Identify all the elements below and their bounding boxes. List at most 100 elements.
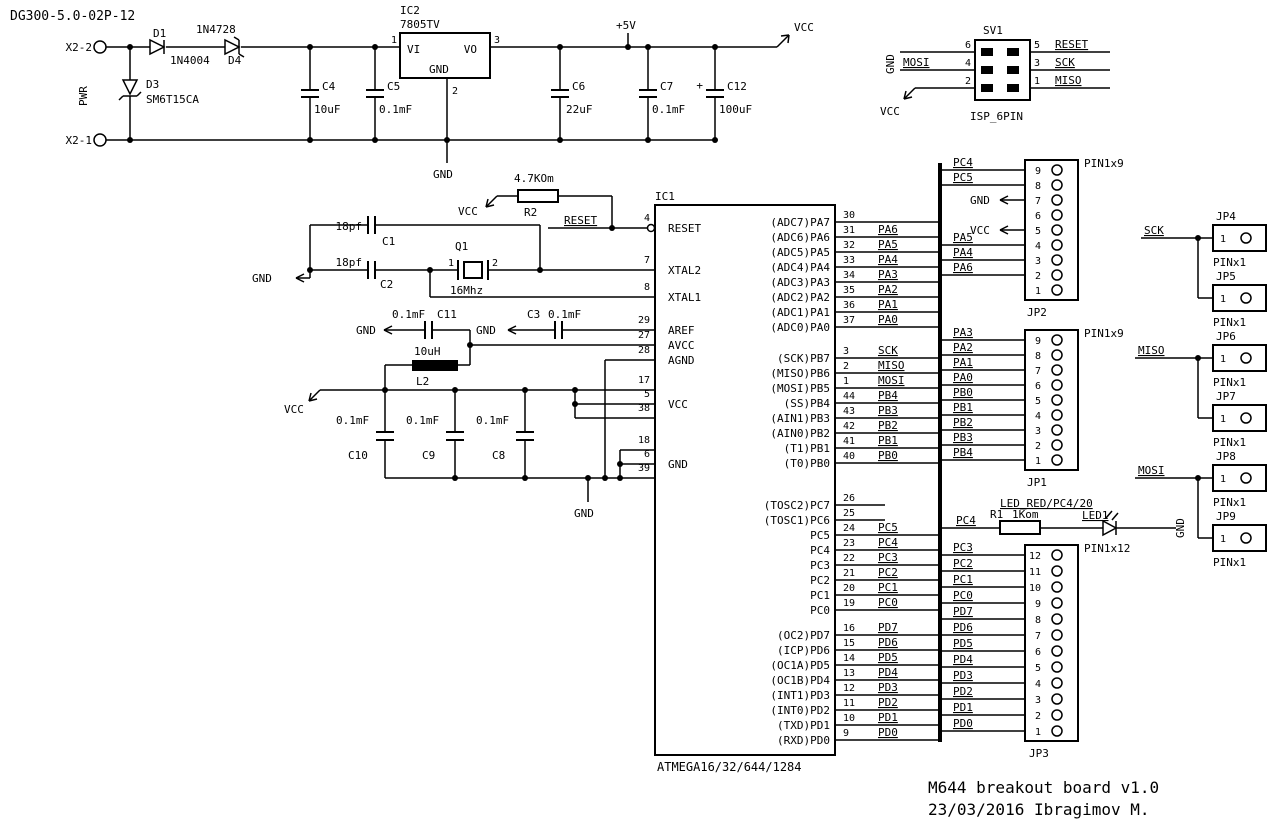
- pin-number: 7: [644, 255, 650, 266]
- gnd-label: GND: [476, 324, 496, 337]
- led-d1-symbol: [1102, 510, 1119, 537]
- pin-number: 32: [843, 240, 855, 251]
- pin-name: (ADC1)PA1: [770, 306, 830, 319]
- wires: [1135, 237, 1213, 539]
- pin-number: 31: [843, 225, 855, 236]
- reset-net-label: RESET: [564, 214, 597, 227]
- diode-d1: D1 1N4004: [149, 27, 210, 67]
- net-label: PD5: [878, 651, 898, 664]
- jp7-type: PINx1: [1213, 436, 1246, 449]
- board-credit: 23/03/2016 Ibragimov M.: [928, 800, 1150, 819]
- pin-number: 5: [1035, 396, 1041, 407]
- power-section: X2-2 X2-1 PWR D1 1N4004 1N4728 D4: [66, 4, 814, 181]
- pin-name: (ADC3)PA3: [770, 276, 830, 289]
- d3-ref: D3: [146, 78, 159, 91]
- pin-number: 2: [1035, 441, 1041, 452]
- net-label: PD6: [953, 621, 973, 634]
- pin-number: 42: [843, 421, 855, 432]
- c12-value: 100uF: [719, 103, 752, 116]
- capacitor-c2: 18pf C2: [336, 256, 394, 291]
- wires: [383, 325, 655, 478]
- c3-ref: C3: [527, 308, 540, 321]
- pin-number: 11: [1029, 567, 1041, 578]
- pin-number: 5: [644, 389, 650, 400]
- c5-ref: C5: [387, 80, 400, 93]
- pin-number: 9: [1035, 336, 1041, 347]
- wires: [308, 389, 655, 502]
- title-block: DG300-5.0-02P-12 M644 breakout board v1.…: [10, 9, 1159, 819]
- sv1-ref: SV1: [983, 24, 1003, 37]
- pin-number: 25: [843, 508, 855, 519]
- c11-ref: C11: [437, 308, 457, 321]
- sv1-gnd-net: GND: [884, 54, 897, 74]
- net-label: PC2: [953, 557, 973, 570]
- pin-number: 8: [644, 282, 650, 293]
- pin-name: (TOSC1)PC6: [764, 514, 830, 527]
- capacitor-c1: 18pf C1: [336, 216, 395, 248]
- plus5v-label: +5V: [616, 19, 636, 32]
- pin-name: (INT0)PD2: [770, 704, 830, 717]
- c8-value: 0.1mF: [476, 414, 509, 427]
- net-label: PD3: [878, 681, 898, 694]
- ic1-portc: (TOSC2)PC7 (TOSC1)PC6 PC5 PC4 PC3 PC2 PC…: [764, 493, 938, 617]
- pin-name: PC4: [810, 544, 830, 557]
- pin-number: 41: [843, 436, 855, 447]
- net-label: PB4: [878, 389, 898, 402]
- c2-value: 18pf: [336, 256, 363, 269]
- pin-number: 36: [843, 300, 855, 311]
- pin-number: 1: [1220, 234, 1226, 245]
- pin-name: (RXD)PD0: [777, 734, 830, 747]
- net-label: MISO: [878, 359, 905, 372]
- c11-value: 0.1mF: [392, 308, 425, 321]
- net-label: PD1: [953, 701, 973, 714]
- net-label: PC0: [953, 589, 973, 602]
- c7-ref: C7: [660, 80, 673, 93]
- jp1-header: PIN1x9 JP1 PA3 PA2 PA1 PA0 PB0 PB1 PB2 P…: [942, 326, 1124, 489]
- c6-value: 22uF: [566, 103, 593, 116]
- jp9-ref: JP9: [1216, 510, 1236, 523]
- pin-name: (ADC4)PA4: [770, 261, 830, 274]
- board-title: M644 breakout board v1.0: [928, 778, 1159, 797]
- net-label: PD0: [953, 717, 973, 730]
- c3-value: 0.1mF: [548, 308, 581, 321]
- net-label: PA2: [878, 283, 898, 296]
- q1-value: 16Mhz: [450, 284, 483, 297]
- pin-number: 9: [1035, 599, 1041, 610]
- pin-number: 6: [1035, 211, 1041, 222]
- net-label: SCK: [878, 344, 898, 357]
- sv1-pin3-number: 3: [1034, 58, 1040, 69]
- ic2-gnd-pin-label: GND: [429, 63, 449, 76]
- junction-dots: [127, 44, 718, 143]
- d4-ref: D4: [228, 54, 242, 67]
- pin-number: 1: [1220, 294, 1226, 305]
- capacitor-c11: 0.1mF C11: [392, 308, 457, 339]
- pin-number: 1: [1035, 727, 1041, 738]
- net-label: PB4: [953, 446, 973, 459]
- pin-name: (SS)PB4: [784, 397, 831, 410]
- net-label: PC5: [953, 171, 973, 184]
- net-label: PA3: [953, 326, 973, 339]
- net-label: PD7: [878, 621, 898, 634]
- pin-number: 11: [843, 698, 855, 709]
- net-label: SCK: [1144, 224, 1164, 237]
- ic1-portd: (OC2)PD7 (ICP)PD6 (OC1A)PD5 (OC1B)PD4 (I…: [770, 621, 938, 747]
- ic1-portb: (SCK)PB7 (MISO)PB6 (MOSI)PB5 (SS)PB4 (AI…: [770, 344, 938, 470]
- ic1-part-name: ATMEGA16/32/644/1284: [657, 760, 802, 774]
- pin-name: (AIN0)PB2: [770, 427, 830, 440]
- pin-number: 39: [638, 463, 650, 474]
- pin-number: 27: [638, 330, 650, 341]
- net-label: PC3: [953, 541, 973, 554]
- sv1-pin6-number: 6: [965, 40, 971, 51]
- r2-value: 4.7KOm: [514, 172, 554, 185]
- gnd-label: GND: [356, 324, 376, 337]
- pin-number: 26: [843, 493, 855, 504]
- wires: [106, 46, 777, 141]
- net-label: PA6: [953, 261, 973, 274]
- pin-name: (MOSI)PB5: [770, 382, 830, 395]
- net-label: PB1: [878, 434, 898, 447]
- net-label: VCC: [970, 224, 990, 237]
- net-label: PA4: [878, 253, 898, 266]
- jp2-type: PIN1x9: [1084, 157, 1124, 170]
- pin-name: (MISO)PB6: [770, 367, 830, 380]
